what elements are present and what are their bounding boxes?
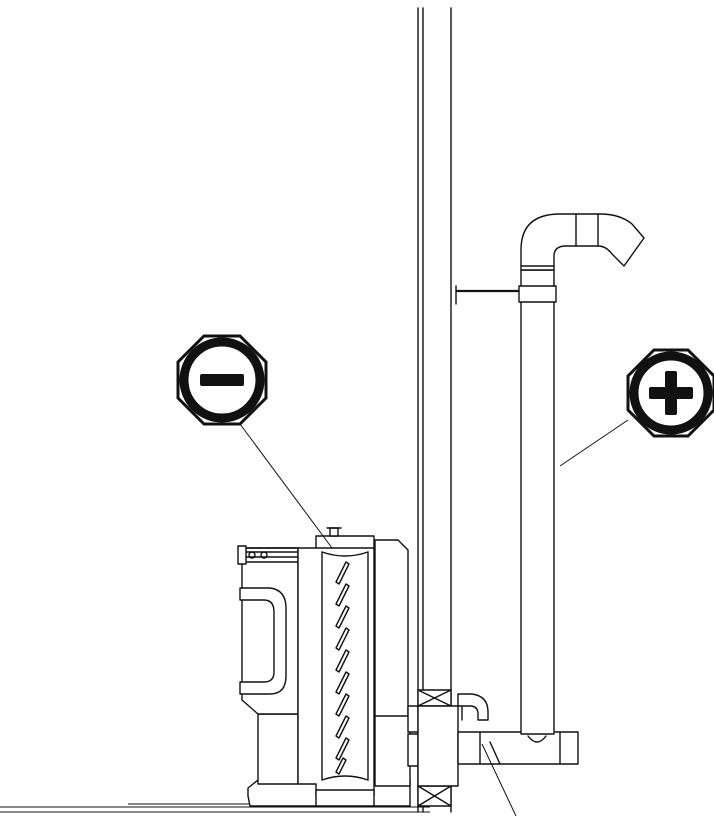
minus-icon <box>176 334 268 426</box>
plus-icon <box>626 348 714 438</box>
chimney-pipe <box>518 213 645 735</box>
floor <box>0 803 430 813</box>
pellet-stove <box>237 527 411 807</box>
vent-slots <box>335 561 350 775</box>
wall-bracket <box>455 285 521 305</box>
wall <box>417 7 452 813</box>
leader-lines <box>239 419 629 817</box>
